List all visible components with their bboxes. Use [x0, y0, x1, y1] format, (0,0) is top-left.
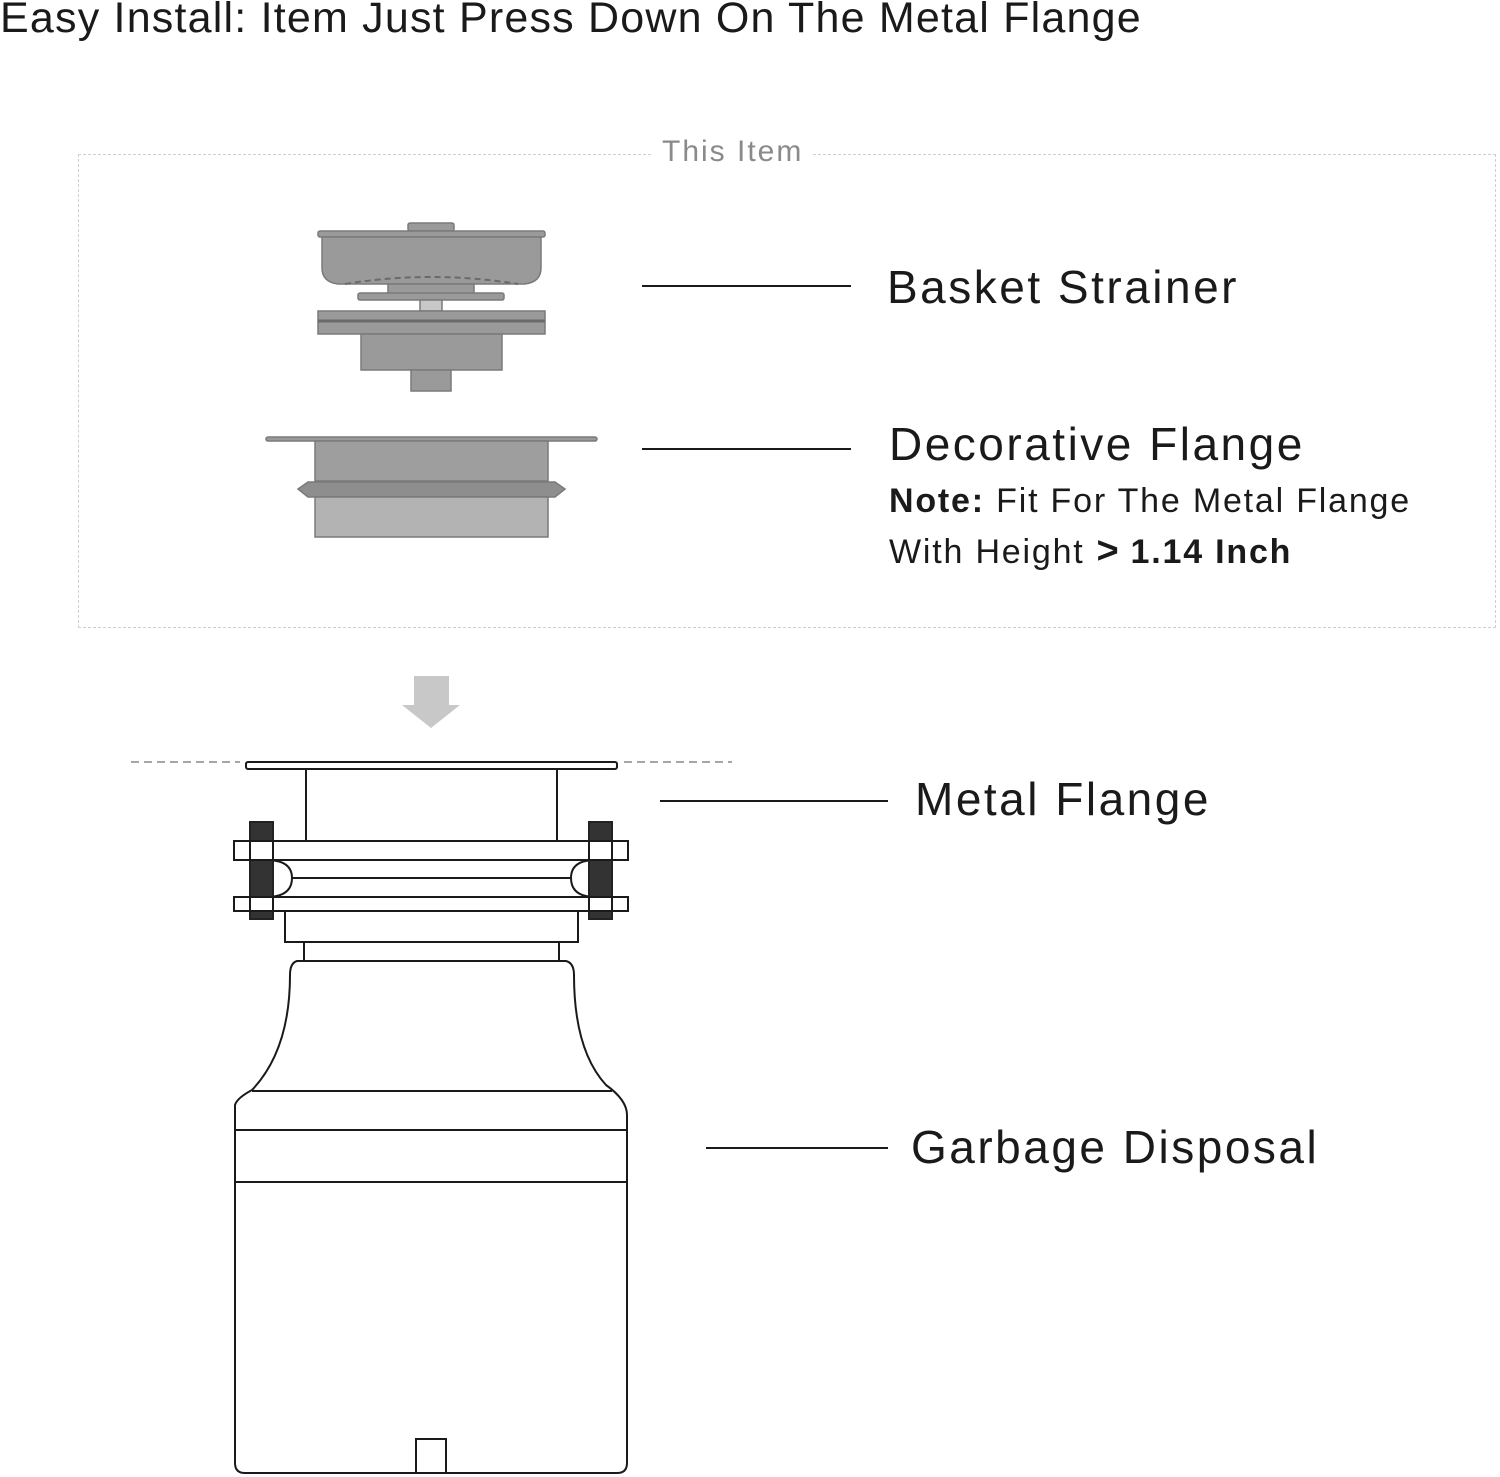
page-title: Easy Install: Item Just Press Down On Th… — [0, 0, 1142, 42]
leader-lines — [642, 285, 888, 1149]
decorative-flange-illustration — [265, 436, 598, 538]
label-metal-flange: Metal Flange — [915, 773, 1211, 825]
basket-strainer-illustration — [317, 222, 546, 392]
metal-flange-lip — [245, 761, 618, 770]
note-prefix: Note: — [889, 482, 985, 520]
note-text-line-1: Fit For The Metal Flange — [996, 482, 1411, 520]
label-garbage-disposal: Garbage Disposal — [911, 1121, 1320, 1173]
note-line-1: Note: Fit For The Metal Flange — [889, 482, 1411, 521]
note-greater-than-symbol: > — [1096, 530, 1121, 572]
label-basket-strainer: Basket Strainer — [887, 261, 1239, 313]
note-line-2: With Height >1.14 Inch — [889, 530, 1292, 573]
item-box-legend: This Item — [652, 135, 814, 169]
down-arrow-icon — [402, 676, 460, 728]
note-height-value: 1.14 Inch — [1130, 533, 1293, 571]
garbage-disposal-illustration — [233, 761, 629, 1474]
label-decorative-flange: Decorative Flange — [889, 418, 1305, 470]
note-text-line-2: With Height — [889, 533, 1085, 571]
